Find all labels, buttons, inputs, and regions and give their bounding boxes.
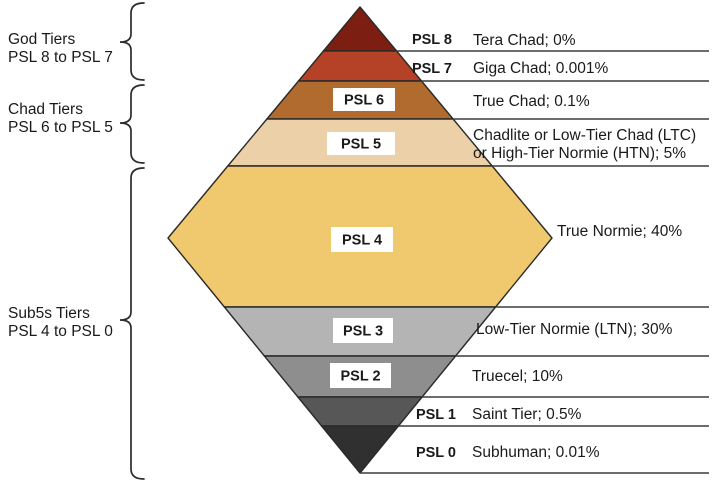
tier-label-box-psl5 xyxy=(327,132,395,155)
group-label-chad-tiers-line2: PSL 6 to PSL 5 xyxy=(8,119,113,136)
tier-band-psl8 xyxy=(322,6,398,52)
tier-band-psl0 xyxy=(320,425,400,474)
tier-labels-outside: PSL 8 PSL 7 PSL 1 PSL 0 xyxy=(412,32,456,461)
tier-label-psl3: PSL 3 xyxy=(343,324,383,340)
tier-desc-psl7: Giga Chad; 0.001% xyxy=(473,60,609,77)
tier-label-psl6: PSL 6 xyxy=(344,93,384,109)
tier-label-psl0: PSL 0 xyxy=(416,445,456,461)
brace-god-tiers xyxy=(119,2,145,81)
group-label-god-tiers-line2: PSL 8 to PSL 7 xyxy=(8,49,113,66)
tier-label-psl8: PSL 8 xyxy=(412,32,452,48)
tier-desc-psl2: Truecel; 10% xyxy=(472,368,563,385)
group-label-sub5s-tiers-line1: Sub5s Tiers xyxy=(8,305,90,322)
brace-sub5s-tiers xyxy=(119,167,145,480)
separator-lines xyxy=(360,50,709,474)
tier-desc-psl0: Subhuman; 0.01% xyxy=(472,444,600,461)
group-labels: God Tiers PSL 8 to PSL 7 Chad Tiers PSL … xyxy=(8,31,113,340)
tier-desc-psl5-line1: Chadlite or Low-Tier Chad (LTC) xyxy=(473,127,696,144)
group-braces xyxy=(119,2,145,480)
tier-label-box-psl4 xyxy=(331,227,393,252)
tier-label-box-psl2 xyxy=(330,363,391,388)
tier-label-box-psl6 xyxy=(333,88,395,111)
tier-label-psl5: PSL 5 xyxy=(341,137,381,153)
tier-label-psl7: PSL 7 xyxy=(412,61,452,77)
group-label-sub5s-tiers-line2: PSL 4 to PSL 0 xyxy=(8,323,113,340)
tier-desc-psl1: Saint Tier; 0.5% xyxy=(472,406,582,423)
brace-chad-tiers xyxy=(119,84,145,164)
group-label-god-tiers-line1: God Tiers xyxy=(8,31,75,48)
tier-labels-boxed: PSL 6 PSL 5 PSL 4 PSL 3 PSL 2 xyxy=(327,88,395,388)
group-label-chad-tiers-line1: Chad Tiers xyxy=(8,101,83,118)
tier-band-psl7 xyxy=(297,50,423,82)
tier-label-psl4: PSL 4 xyxy=(342,233,382,249)
tier-desc-psl8: Tera Chad; 0% xyxy=(473,32,576,49)
tier-label-psl1: PSL 1 xyxy=(416,407,456,423)
tier-band-psl1 xyxy=(297,396,423,427)
tier-desc-psl3: Low-Tier Normie (LTN); 30% xyxy=(476,321,673,338)
tier-desc-psl6: True Chad; 0.1% xyxy=(473,93,590,110)
tier-label-psl2: PSL 2 xyxy=(340,369,380,385)
tier-desc-psl4: True Normie; 40% xyxy=(557,223,682,240)
tier-label-box-psl3 xyxy=(333,318,393,343)
tier-desc-psl5-line2: or High-Tier Normie (HTN); 5% xyxy=(473,145,686,162)
tier-descriptions: Tera Chad; 0% Giga Chad; 0.001% True Cha… xyxy=(472,32,696,461)
